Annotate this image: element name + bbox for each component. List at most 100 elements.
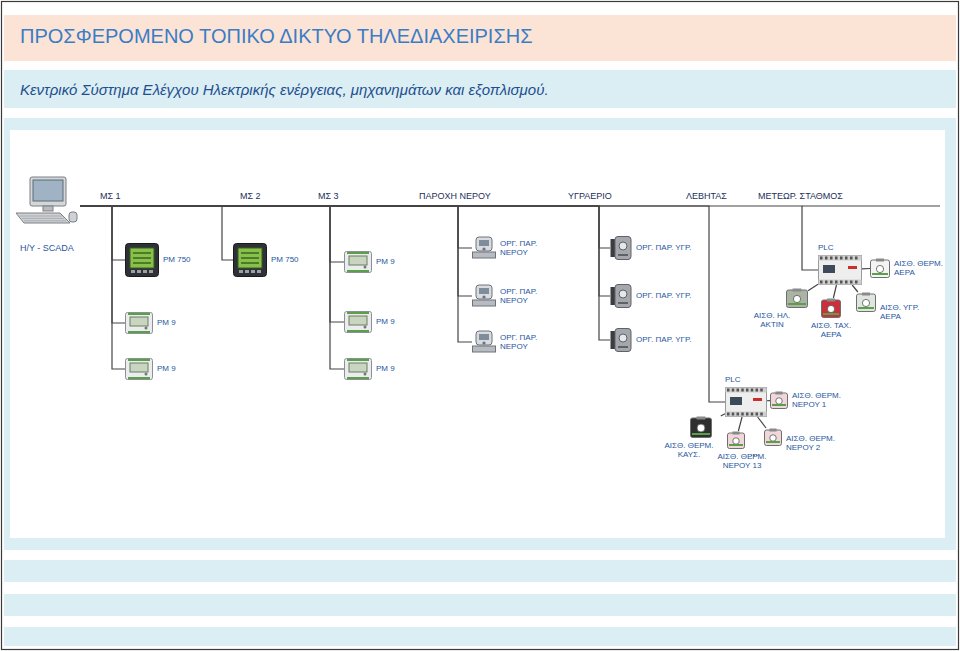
flow-icon xyxy=(473,285,496,306)
device-icon xyxy=(727,431,745,449)
bus-heading: ΜΣ 1 xyxy=(100,191,121,201)
network-cable xyxy=(852,285,858,292)
network-cable xyxy=(808,284,818,291)
pm750-device: PM 750 xyxy=(233,243,299,277)
stripe xyxy=(4,627,956,646)
flow-icon xyxy=(473,237,496,258)
network-cable xyxy=(80,206,344,369)
diagram-band xyxy=(4,118,956,550)
device-label: PM 9 xyxy=(157,364,176,373)
network-cable xyxy=(80,206,610,296)
stripe xyxy=(4,594,956,616)
sensor-icon xyxy=(871,259,890,278)
bus-line xyxy=(802,205,940,206)
device-icon xyxy=(14,176,80,224)
sensor-device: ΑΙΣΘ. ΗΛ. ΑΚΤΙΝ xyxy=(742,288,808,330)
device-label: PM 9 xyxy=(376,257,395,266)
device-icon xyxy=(610,284,632,308)
plc-icon xyxy=(726,388,767,417)
bus-heading: ΜΣ 2 xyxy=(240,191,261,201)
pm9-device: PM 9 xyxy=(344,358,395,380)
device-label: ΟΡΓ. ΠΑΡ. ΥΓΡ. xyxy=(636,243,692,252)
network-cable xyxy=(721,414,725,416)
device-icon xyxy=(125,358,153,380)
device-label: ΑΙΣΘ. ΘΕΡΜ. ΝΕΡΟΥ 1 xyxy=(792,391,856,409)
pm9-icon xyxy=(345,252,372,273)
sensor-icon xyxy=(691,417,712,438)
device-label: ΑΙΣΘ. ΘΕΡΜ. ΚΑΥΣ. xyxy=(656,441,722,459)
network-cable xyxy=(80,206,125,260)
sensor-device: ΑΙΣΘ. ΥΓΡ. ΑΕΡΑ xyxy=(856,292,935,322)
device-label: H/Y - SCADA xyxy=(20,243,74,253)
device-label: ΟΡΓ. ΠΑΡ. ΝΕΡΟΥ xyxy=(500,239,562,257)
device-icon xyxy=(818,255,862,285)
computer-icon xyxy=(16,177,77,223)
device-label: ΑΙΣΘ. ΤΑΧ. ΑΕΡΑ xyxy=(806,321,856,339)
network-cable xyxy=(767,400,770,401)
device-label: ΑΙΣΘ. ΘΕΡΜ. ΝΕΡΟΥ 2 xyxy=(786,434,852,452)
sensor-device: ΑΙΣΘ. ΤΑΧ. ΑΕΡΑ xyxy=(806,298,856,340)
flow-icon xyxy=(473,331,496,352)
network-cable xyxy=(862,268,870,270)
gas-icon xyxy=(611,285,632,308)
sensor-icon xyxy=(771,392,788,409)
gas-device: ΟΡΓ. ΠΑΡ. ΥΓΡ. xyxy=(610,328,692,352)
device-label: PM 9 xyxy=(157,318,176,327)
pm9-device: PM 9 xyxy=(125,312,176,334)
network-cable xyxy=(80,206,125,323)
network-cable xyxy=(758,417,766,428)
device-icon xyxy=(233,243,267,277)
bus-heading: ΛΕΒΗΤΑΣ xyxy=(686,191,727,201)
flow-device: ΟΡΓ. ΠΑΡ. ΝΕΡΟΥ xyxy=(472,236,562,260)
device-icon xyxy=(725,387,767,417)
pm750-icon xyxy=(126,244,159,277)
bus-heading: ΠΑΡΟΧΗ ΝΕΡΟΥ xyxy=(419,191,491,201)
sensor-device: ΑΙΣΘ. ΘΕΡΜ. ΝΕΡΟΥ 1 xyxy=(770,391,856,410)
network-cable xyxy=(80,206,472,296)
device-icon xyxy=(472,330,496,354)
computer-device: H/Y - SCADA xyxy=(14,176,80,254)
pm9-icon xyxy=(345,312,372,333)
flow-device: ΟΡΓ. ΠΑΡ. ΝΕΡΟΥ xyxy=(472,330,562,354)
device-icon xyxy=(610,236,632,260)
device-icon xyxy=(610,328,632,352)
bus-heading: ΥΓΡΑΕΡΙΟ xyxy=(568,191,612,201)
network-cable xyxy=(80,206,610,340)
diagram-panel xyxy=(10,130,945,538)
device-icon xyxy=(786,288,808,308)
device-icon xyxy=(770,391,788,409)
subtitle: Κεντρικό Σύστημα Ελέγχου Ηλεκτρικής ενέρ… xyxy=(20,81,549,98)
gas-icon xyxy=(611,329,632,352)
device-label: ΑΙΣΘ. ΘΕΡΜ. ΑΕΡΑ xyxy=(894,259,944,277)
pm750-device: PM 750 xyxy=(125,243,191,277)
sensor-device: ΑΙΣΘ. ΘΕΡΜ. ΚΑΥΣ. xyxy=(656,416,722,460)
plc-device: PLC xyxy=(818,243,862,285)
sensor-icon xyxy=(822,299,841,318)
gas-device: ΟΡΓ. ΠΑΡ. ΥΓΡ. xyxy=(610,284,692,308)
pm9-device: PM 9 xyxy=(344,311,395,333)
subtitle-band xyxy=(4,70,956,108)
device-label: ΟΡΓ. ΠΑΡ. ΥΓΡ. xyxy=(636,335,692,344)
network-cable xyxy=(80,206,818,270)
network-cable xyxy=(833,285,836,298)
device-icon xyxy=(125,312,153,334)
device-icon xyxy=(344,358,372,380)
network-cable xyxy=(738,417,742,431)
device-label: PM 9 xyxy=(376,317,395,326)
network-cable xyxy=(80,206,344,262)
device-label: PLC xyxy=(725,375,741,384)
network-cable xyxy=(80,206,472,342)
device-icon xyxy=(344,251,372,273)
gas-device: ΟΡΓ. ΠΑΡ. ΥΓΡ. xyxy=(610,236,692,260)
device-icon xyxy=(472,284,496,308)
network-cable xyxy=(80,206,725,402)
pm750-icon xyxy=(234,244,267,277)
sensor-icon xyxy=(857,293,876,312)
device-icon xyxy=(472,236,496,260)
device-label: ΑΙΣΘ. ΥΓΡ. ΑΕΡΑ xyxy=(880,303,935,321)
device-label: ΑΙΣΘ. ΘΕΡΜ. ΝΕΡΟΥ 13 xyxy=(707,452,777,470)
sensor-device: ΑΙΣΘ. ΘΕΡΜ. ΝΕΡΟΥ 2 xyxy=(764,428,852,453)
page-title: ΠΡΟΣΦΕΡΟΜΕΝΟ ΤΟΠΙΚΟ ΔΙΚΤΥΟ ΤΗΛΕΔΙΑΧΕΙΡΙΣ… xyxy=(20,25,533,48)
sensor-icon xyxy=(765,429,782,446)
bus-heading: ΜΕΤΕΩΡ. ΣΤΑΘΜΟΣ xyxy=(758,191,843,201)
